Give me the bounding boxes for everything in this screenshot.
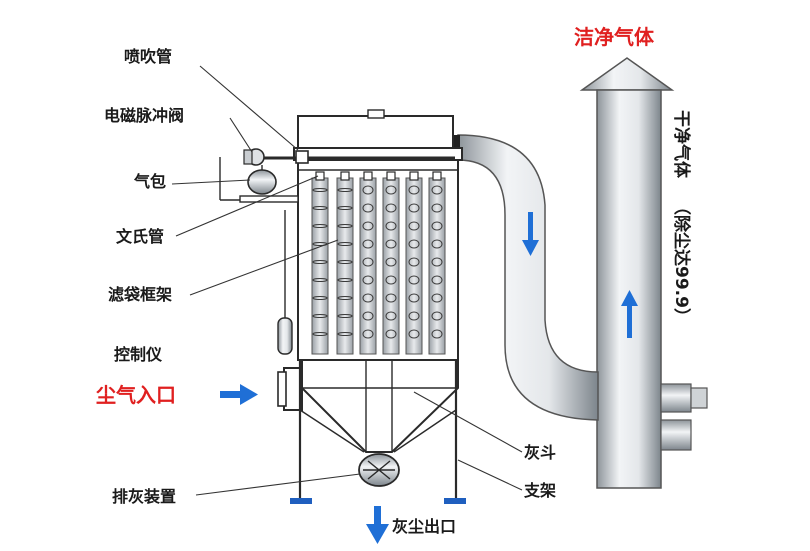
filter-bag (336, 177, 354, 355)
label-controller: 控制仪 (114, 345, 163, 364)
bag-frame-ring (337, 188, 353, 192)
label-solenoid-pulse-valve: 电磁脉冲阀 (104, 106, 184, 125)
bag-frame-ring (385, 275, 397, 285)
bag-frame-ring (362, 203, 374, 213)
inlet-arrow (220, 384, 258, 405)
bag-frame-ring (408, 203, 420, 213)
label-clean-gas-top: 洁净气体 (574, 25, 655, 49)
bag-frame-ring (408, 185, 420, 195)
bag-frame-ring (408, 221, 420, 231)
label-venturi: 文氏管 (116, 227, 164, 246)
bag-frame-ring (312, 188, 328, 192)
discharge-device (358, 453, 400, 487)
bag-frame-ring (431, 203, 443, 213)
bag-frame-ring (337, 260, 353, 264)
bag-frame-ring (312, 314, 328, 318)
bag-frame-ring (408, 293, 420, 303)
venturi-nozzle (340, 171, 350, 181)
venturi-nozzle (315, 171, 325, 181)
bag-frame-ring (408, 329, 420, 339)
bag-frame-ring (337, 296, 353, 300)
connecting-duct (452, 134, 599, 421)
bag-frame-ring (431, 293, 443, 303)
label-efficiency: （除尘达99.9） (671, 198, 692, 325)
bag-frame-ring (408, 239, 420, 249)
bag-frame-ring (362, 221, 374, 231)
bag-frame-ring (431, 239, 443, 249)
bag-frame-ring (337, 224, 353, 228)
bag-frame-ring (312, 260, 328, 264)
controller-unit (277, 210, 293, 355)
bag-frame-ring (431, 257, 443, 267)
venturi-nozzle (363, 171, 373, 181)
bag-frame-ring (312, 332, 328, 336)
bag-frame-ring (385, 203, 397, 213)
bag-frame-ring (312, 296, 328, 300)
bag-frame-ring (337, 206, 353, 210)
label-dust-outlet: 灰尘出口 (392, 517, 456, 536)
venturi-nozzle (409, 171, 419, 181)
bag-frame-ring (312, 278, 328, 282)
label-support: 支架 (523, 481, 556, 500)
bag-frame-ring (408, 311, 420, 321)
bag-frame-ring (385, 257, 397, 267)
bag-frame-ring (385, 221, 397, 231)
bag-frame-ring (362, 311, 374, 321)
support-legs (290, 360, 466, 504)
bag-frame-ring (312, 206, 328, 210)
bag-frame-ring (362, 293, 374, 303)
label-clean-gas-side: 干净气体 (671, 110, 692, 179)
filter-bag (311, 177, 329, 355)
bag-frame-ring (408, 257, 420, 267)
inlet-pipe (277, 367, 303, 411)
label-dust-inlet: 尘气入口 (96, 383, 176, 407)
bag-frame-ring (385, 185, 397, 195)
chimney (579, 57, 708, 489)
label-ash-hopper: 灰斗 (524, 443, 556, 462)
bag-frame-ring (337, 332, 353, 336)
bag-frame-ring (431, 185, 443, 195)
bag-frame-ring (337, 278, 353, 282)
bag-frame-ring (362, 257, 374, 267)
bag-frame-ring (431, 329, 443, 339)
bag-frame-ring (385, 293, 397, 303)
spray-pipe-assembly (219, 148, 455, 203)
label-discharge-device: 排灰装置 (112, 487, 176, 506)
bag-frame-ring (408, 275, 420, 285)
label-spray-pipe: 喷吹管 (124, 47, 172, 66)
bag-frame-ring (362, 239, 374, 249)
bag-frame-ring (362, 185, 374, 195)
bag-frame-ring (337, 314, 353, 318)
bag-frame-ring (431, 275, 443, 285)
bag-frame-ring (312, 224, 328, 228)
bag-frame-ring (385, 239, 397, 249)
leader-lines (171, 65, 523, 496)
bag-frame-ring (385, 329, 397, 339)
bag-frame-ring (431, 221, 443, 231)
flow-arrow-up (621, 290, 638, 338)
ash-hopper (301, 359, 459, 453)
flow-arrow-down (522, 212, 539, 256)
bag-frame-ring (385, 311, 397, 321)
venturi-nozzle (386, 171, 396, 181)
bag-frame-ring (362, 329, 374, 339)
dust-outlet-arrow (366, 506, 389, 544)
bag-frame-ring (362, 275, 374, 285)
venturi-nozzle (432, 171, 442, 181)
bag-frame-ring (337, 242, 353, 246)
label-bag-frame: 滤袋框架 (108, 285, 172, 304)
label-air-bag: 气包 (133, 172, 166, 191)
bag-frame-ring (431, 311, 443, 321)
filter-bags (311, 171, 446, 355)
